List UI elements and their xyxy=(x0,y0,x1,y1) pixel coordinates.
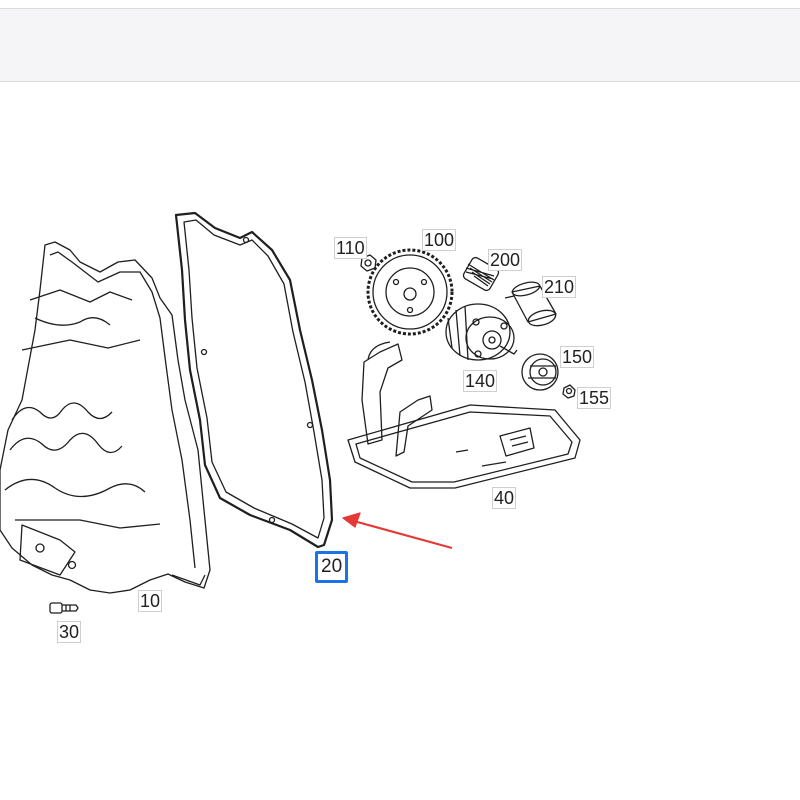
toolbar-band-2 xyxy=(0,50,800,82)
small-nut-part[interactable] xyxy=(562,384,576,399)
gear-part[interactable] xyxy=(366,248,454,336)
filter-cylinder-part[interactable] xyxy=(504,280,557,329)
top-strip xyxy=(0,0,800,8)
oil-pan-part[interactable] xyxy=(0,241,211,594)
callout-200[interactable]: 200 xyxy=(488,249,523,271)
bolt-part[interactable] xyxy=(49,602,79,614)
wheel-part[interactable] xyxy=(521,353,559,391)
callout-110[interactable]: 110 xyxy=(334,237,367,259)
callout-20-selected[interactable]: 20 xyxy=(315,551,349,583)
callout-150[interactable]: 150 xyxy=(560,346,595,368)
gasket-part[interactable] xyxy=(174,211,334,549)
toolbar-band-1 xyxy=(0,8,800,51)
callout-40[interactable]: 40 xyxy=(492,487,517,509)
pointer-arrow xyxy=(342,512,453,550)
pump-assembly-part[interactable] xyxy=(445,303,518,361)
callout-100[interactable]: 100 xyxy=(422,229,457,251)
oil-filter-part[interactable] xyxy=(347,341,581,489)
callout-30[interactable]: 30 xyxy=(57,621,82,643)
callout-140[interactable]: 140 xyxy=(463,370,498,392)
callout-10[interactable]: 10 xyxy=(138,590,163,612)
callout-155[interactable]: 155 xyxy=(577,387,612,409)
callout-210[interactable]: 210 xyxy=(542,276,577,298)
spring-part[interactable] xyxy=(462,256,500,292)
